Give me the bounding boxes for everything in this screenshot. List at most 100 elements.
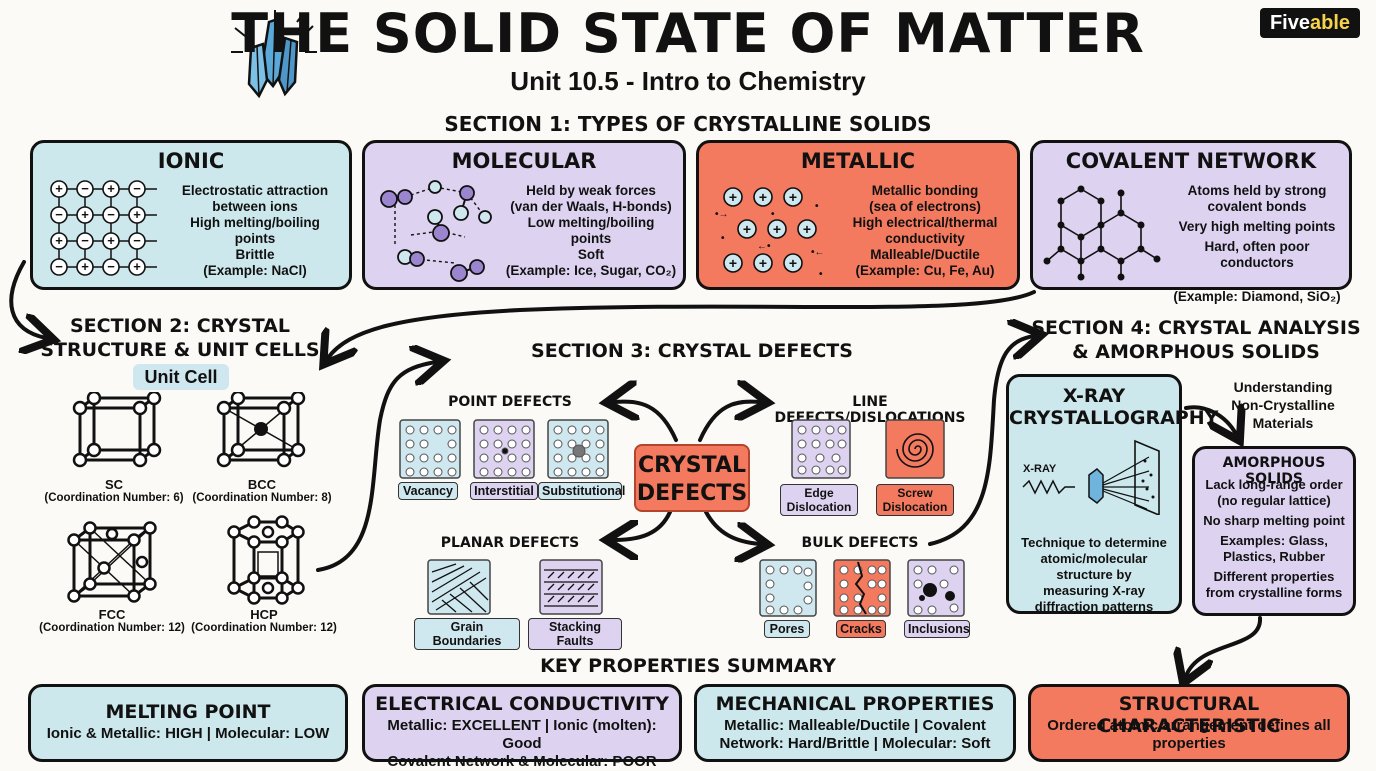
- xray-diffraction-icon: [1022, 439, 1160, 515]
- sc-label: SC: [104, 477, 124, 492]
- ionic-lattice-icon: +−+− −+−+ +−+− −+−+: [50, 180, 157, 276]
- svg-text:+: +: [789, 255, 797, 271]
- fcc-label: FCC: [98, 607, 126, 622]
- xray-line: measuring X-ray: [1043, 583, 1145, 598]
- crystal-icon: [231, 10, 317, 99]
- svg-text:−: −: [55, 259, 63, 274]
- summary-line: Covalent Network & Molecular: POOR: [387, 753, 657, 770]
- ionic-box: IONIC +−+− −+−+ +−+− −+−+ Electrostatic …: [30, 140, 352, 290]
- svg-text:−: −: [133, 181, 141, 196]
- molecular-description: Held by weak forces (van der Waals, H-bo…: [501, 183, 681, 279]
- molecular-line: (van der Waals, H-bonds): [510, 199, 672, 214]
- svg-text:•←: •←: [811, 247, 825, 258]
- metallic-description: Metallic bonding (sea of electrons) High…: [835, 183, 1015, 279]
- understanding-line: Materials: [1252, 415, 1314, 431]
- mechanical-properties-box: MECHANICAL PROPERTIES Metallic: Malleabl…: [694, 684, 1016, 762]
- cracks-tag: Cracks: [836, 620, 886, 638]
- page-subtitle: Unit 10.5 - Intro to Chemistry: [510, 66, 866, 96]
- planar-defects-drawings: [427, 559, 603, 615]
- electrical-conductivity-title: ELECTRICAL CONDUCTIVITY: [375, 693, 669, 715]
- xray-description: Technique to determine atomic/molecular …: [1013, 535, 1175, 615]
- electrical-conductivity-text: Metallic: EXCELLENT | Ionic (molten): Go…: [371, 717, 673, 771]
- ionic-line: between ions: [212, 199, 298, 214]
- molecules-icon: [380, 180, 492, 282]
- sc-coordination: (Coordination Number: 6): [44, 492, 184, 504]
- svg-text:•: •: [721, 233, 725, 244]
- svg-text:+: +: [803, 221, 811, 237]
- xray-title: X-RAY CRYSTALLOGRAPHY: [1009, 385, 1219, 429]
- amorphous-line: Lack long-range order: [1205, 477, 1343, 492]
- svg-text:−: −: [107, 207, 115, 222]
- covalent-line: covalent bonds: [1207, 199, 1307, 214]
- understanding-label: Understanding Non-Crystalline Materials: [1206, 378, 1360, 432]
- xray-line: structure by: [1056, 567, 1132, 582]
- xray-title-line: X-RAY: [1062, 385, 1126, 407]
- melting-point-title: MELTING POINT: [105, 701, 271, 723]
- svg-text:+: +: [107, 233, 115, 248]
- amorphous-line: from crystalline forms: [1205, 585, 1343, 600]
- summary-line: Ordered atomic arrangement defines all: [1047, 717, 1331, 734]
- metallic-title: METALLIC: [800, 149, 916, 173]
- metallic-line: High electrical/thermal: [852, 215, 998, 230]
- amorphous-title: AMORPHOUS SOLIDS: [1222, 455, 1326, 487]
- svg-text:−: −: [81, 181, 89, 196]
- bcc-coordination: (Coordination Number: 8): [192, 492, 332, 504]
- section4-heading-line: & AMORPHOUS SOLIDS: [1072, 341, 1320, 363]
- stacking-faults-tag: Stacking Faults: [528, 618, 622, 650]
- svg-text:−: −: [107, 259, 115, 274]
- ionic-line: Electrostatic attraction: [181, 183, 329, 198]
- fcc-coordination: (Coordination Number: 12): [39, 622, 185, 634]
- svg-text:←•: ←•: [757, 241, 771, 252]
- mechanical-properties-text: Metallic: Malleable/Ductile | Covalent N…: [703, 717, 1007, 753]
- xray-title-line: CRYSTALLOGRAPHY: [1009, 407, 1219, 429]
- svg-text:+: +: [107, 181, 115, 196]
- svg-text:•→: •→: [715, 209, 729, 220]
- svg-text:+: +: [759, 189, 767, 205]
- interstitial-tag: Interstitial: [470, 482, 538, 500]
- planar-defects-title: PLANAR DEFECTS: [440, 535, 580, 551]
- point-defects-grids: [399, 419, 609, 479]
- section4-heading-line: SECTION 4: CRYSTAL ANALYSIS: [1031, 317, 1361, 339]
- amorphous-line: No sharp melting point: [1203, 513, 1345, 528]
- svg-text:+: +: [81, 259, 89, 274]
- svg-text:+: +: [55, 233, 63, 248]
- svg-text:•: •: [771, 209, 775, 220]
- metallic-line: Metallic bonding: [871, 183, 979, 198]
- svg-text:+: +: [773, 221, 781, 237]
- xray-beam-label: X-RAY: [1023, 463, 1057, 475]
- molecular-line: Soft: [577, 247, 605, 262]
- bulk-defects-title: BULK DEFECTS: [801, 535, 919, 551]
- logo-text-accent: able: [1310, 12, 1351, 34]
- vacancy-tag: Vacancy: [398, 482, 458, 500]
- tag-line: Edge: [804, 486, 834, 500]
- understanding-line: Non-Crystalline: [1231, 397, 1335, 413]
- substitutional-tag: Substitutional: [538, 482, 625, 500]
- amorphous-solids-box: AMORPHOUS SOLIDS Lack long-range order (…: [1192, 446, 1356, 616]
- fiveable-logo[interactable]: Fiveable: [1260, 8, 1360, 38]
- section2-heading-line: STRUCTURE & UNIT CELLS: [40, 339, 320, 361]
- svg-text:+: +: [729, 255, 737, 271]
- xray-line: Technique to determine: [1021, 535, 1167, 550]
- svg-text:+: +: [55, 181, 63, 196]
- svg-text:•: •: [815, 201, 819, 212]
- amorphous-line: Plastics, Rubber: [1223, 549, 1325, 564]
- understanding-line: Understanding: [1233, 379, 1333, 395]
- mechanical-properties-title: MECHANICAL PROPERTIES: [715, 693, 995, 715]
- molecular-line: (Example: Ice, Sugar, CO₂): [505, 263, 677, 278]
- molecular-title: MOLECULAR: [451, 149, 597, 173]
- pores-tag: Pores: [764, 620, 810, 638]
- svg-text:•: •: [819, 269, 823, 280]
- svg-text:−: −: [55, 207, 63, 222]
- svg-text:+: +: [81, 207, 89, 222]
- summary-line: Metallic: Malleable/Ductile | Covalent: [724, 717, 986, 734]
- svg-text:+: +: [133, 207, 141, 222]
- edge-dislocation-tag: Edge Dislocation: [780, 484, 858, 516]
- svg-text:−: −: [81, 233, 89, 248]
- melting-point-box: MELTING POINT Ionic & Metallic: HIGH | M…: [28, 684, 348, 762]
- covalent-title: COVALENT NETWORK: [1065, 149, 1317, 173]
- covalent-line: Atoms held by strong: [1187, 183, 1327, 198]
- melting-point-text: Ionic & Metallic: HIGH | Molecular: LOW: [46, 725, 330, 742]
- structural-characteristic-title: STRUCTURAL CHARACTERISTIC: [1097, 693, 1281, 737]
- summary-line: Metallic: EXCELLENT | Ionic (molten): Go…: [387, 717, 657, 752]
